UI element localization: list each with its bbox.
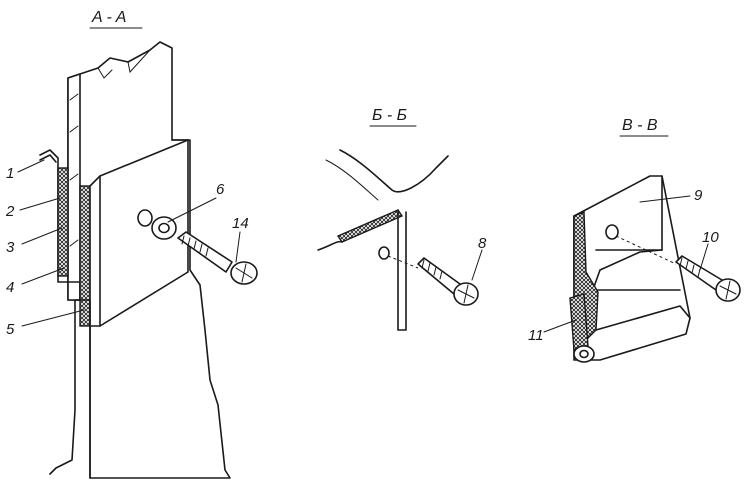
glass-marks <box>69 93 79 247</box>
section-aa-title: A - A <box>91 9 126 26</box>
callout-3: 3 <box>6 239 15 256</box>
vv-leader-9 <box>639 195 691 203</box>
screw-14 <box>177 231 258 285</box>
rubber-layer-inner <box>79 185 91 327</box>
vv-rubber-lower <box>569 293 589 351</box>
aa-leaders <box>17 159 241 327</box>
vv-leader-10 <box>699 243 709 271</box>
callout-2: 2 <box>5 203 15 220</box>
bb-panel <box>397 209 407 331</box>
vv-bracket-folds <box>591 249 681 291</box>
section-bb-title: Б - Б <box>372 107 407 124</box>
panel-break-edge <box>97 49 151 79</box>
callout-4: 4 <box>6 279 14 296</box>
bb-hole <box>378 246 390 260</box>
mounting-hole <box>137 209 153 227</box>
bb-axis <box>387 255 419 269</box>
bb-frame-curve-inner <box>325 159 379 201</box>
vv-bracket-right <box>661 175 691 319</box>
callout-10: 10 <box>702 229 719 246</box>
bb-sill-hatched <box>336 209 404 243</box>
section-bb-view: Б - Б 8 <box>317 107 487 331</box>
callout-1: 1 <box>6 165 14 182</box>
bb-sill-lip <box>317 240 343 251</box>
lower-strip <box>79 299 91 479</box>
vv-leader-11 <box>543 319 577 333</box>
section-aa-view: A - A <box>5 9 258 479</box>
vv-axis <box>615 235 677 265</box>
vv-bulb-inner <box>579 349 589 359</box>
screw-10 <box>675 255 741 302</box>
washer-6 <box>151 216 177 240</box>
glass-strip <box>67 73 81 301</box>
callout-9: 9 <box>694 187 703 204</box>
rubber-layer-outer <box>57 167 69 277</box>
screw-8 <box>417 257 479 306</box>
section-vv-title: В - В <box>622 117 658 134</box>
seal-lip <box>39 154 57 163</box>
callout-6: 6 <box>216 181 225 198</box>
section-vv-view: В - В 9 10 11 <box>528 117 741 363</box>
bb-frame-curve-outer <box>339 149 449 193</box>
callout-8: 8 <box>478 235 487 252</box>
bb-leader-8 <box>471 249 483 281</box>
vv-hole <box>605 224 619 240</box>
callout-5: 5 <box>6 321 15 338</box>
callout-11: 11 <box>528 327 544 344</box>
callout-14: 14 <box>232 215 249 232</box>
